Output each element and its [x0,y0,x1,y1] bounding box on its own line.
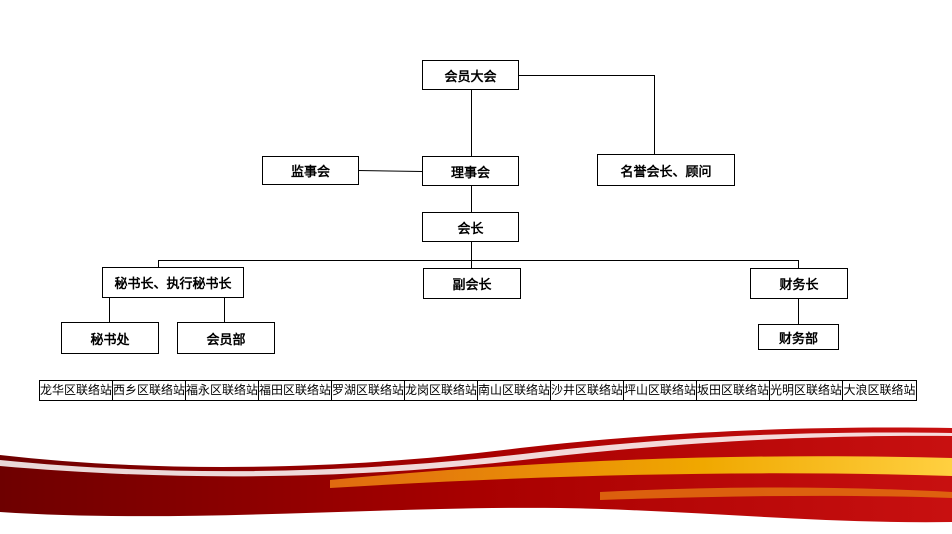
station-cell: 沙井区联络站 [551,381,624,400]
connector-bus-treasurer [798,260,799,268]
station-cell: 罗湖区联络站 [332,381,405,400]
decorative-swoosh [0,427,952,523]
station-cell: 坂田区联络站 [697,381,770,400]
connector-secretary-membership [224,297,225,323]
station-cell: 南山区联络站 [478,381,551,400]
connector-assembly-honorary-v [654,75,655,155]
station-cell: 福永区联络站 [186,381,259,400]
connector-assembly-honorary-h [519,75,655,76]
node-secretary-general: 秘书长、执行秘书长 [102,267,244,298]
connector-assembly-council [471,90,472,157]
connector-treasurer-finance [798,298,799,325]
node-council: 理事会 [422,156,519,186]
swoosh-orange-accent [600,487,952,500]
station-cell: 光明区联络站 [770,381,843,400]
connector-horizontal-bus [158,260,799,261]
node-president: 会长 [422,212,519,242]
node-finance-dept: 财务部 [758,324,839,350]
node-vice-president: 副会长 [423,268,521,299]
node-membership-dept: 会员部 [177,322,275,354]
node-treasurer: 财务长 [750,268,848,299]
connector-council-supervisory [357,170,422,173]
node-secretariat: 秘书处 [61,322,159,354]
swoosh-gold-band [330,456,952,488]
station-cell: 龙岗区联络站 [405,381,478,400]
station-cell: 大浪区联络站 [843,383,916,397]
station-cell: 龙华区联络站 [40,381,113,400]
connector-bus-secretary [158,260,159,268]
station-cell: 福田区联络站 [259,381,332,400]
node-general-assembly: 会员大会 [422,60,519,90]
connector-secretary-secretariat [109,297,110,323]
node-supervisory-board: 监事会 [262,156,359,185]
swoosh-highlight [0,432,952,477]
liaison-station-row: 龙华区联络站 西乡区联络站 福永区联络站 福田区联络站 罗湖区联络站 龙岗区联络… [39,380,917,401]
station-cell: 坪山区联络站 [624,381,697,400]
connector-council-president [471,185,472,212]
connector-bus-vice [471,260,472,268]
station-cell: 西乡区联络站 [113,381,186,400]
node-honorary-advisor: 名誉会长、顾问 [597,154,735,186]
connector-president-bus [471,242,472,260]
